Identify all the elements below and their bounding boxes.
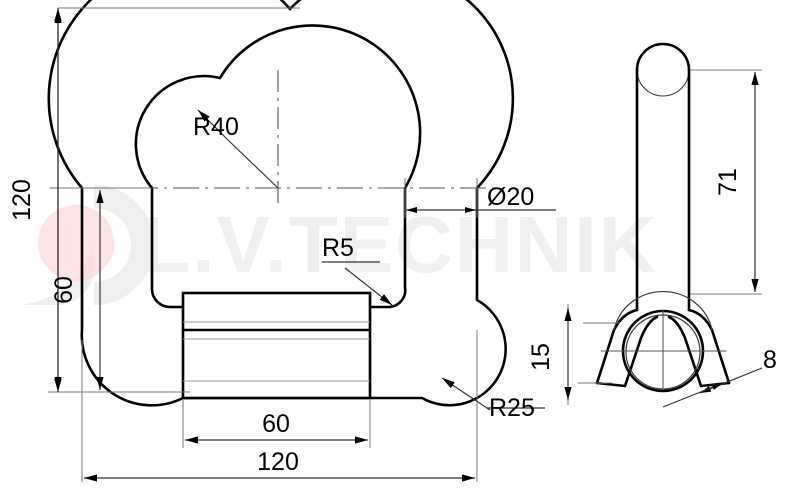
- side-rod-top-thin-arc: [636, 69, 690, 97]
- front-view-extension-lines: [48, 7, 478, 482]
- dim-text-side-height: 71: [714, 168, 742, 196]
- dim-text-radius-outer: R25: [489, 394, 535, 422]
- logo-swoosh-tail-icon: [12, 240, 94, 306]
- dim-text-radius-fillet: R5: [322, 234, 354, 262]
- leader-arrow-radius-fillet: [344, 267, 393, 306]
- front-view-centerlines: [50, 70, 495, 205]
- side-foot-right-inner: [667, 315, 703, 388]
- side-foot-left-inner: [623, 315, 659, 388]
- dim-text-foot-height: 15: [527, 343, 555, 371]
- front-view-leaders: [197, 109, 545, 411]
- dim-text-bar-width: 60: [262, 410, 290, 438]
- side-bell-arc: [613, 290, 713, 331]
- leader-arrow-radius-inner: [197, 109, 229, 141]
- leader-line-radius-inner: [227, 139, 279, 189]
- logo-swoosh-icon: [94, 185, 154, 305]
- logo-circle-icon: [38, 205, 114, 281]
- side-view-centerlines: [601, 310, 726, 390]
- dim-line-foot-thickness: [699, 367, 763, 394]
- side-view-dimensions: [564, 72, 763, 408]
- watermark-text: L.V.TECHNIK: [142, 200, 659, 289]
- dim-text-height-total: 120: [8, 179, 36, 221]
- front-view-dimensions: [54, 8, 556, 482]
- ring-inner-outline: [134, 24, 422, 309]
- dim-text-radius-inner: R40: [193, 113, 239, 141]
- dim-text-rod-diameter: Ø20: [487, 183, 534, 211]
- side-rod-top-cap: [635, 42, 691, 72]
- dim-text-width-total: 120: [257, 448, 299, 476]
- dim-text-foot-thickness: 8: [763, 346, 777, 374]
- leader-arrow-radius-outer: [441, 377, 491, 411]
- dim-text-height-lower: 60: [50, 276, 78, 304]
- sleeve-block: [181, 291, 372, 400]
- dim-line-foot-thickness-2: [662, 382, 724, 408]
- sleeve-outer-rect: [181, 291, 372, 400]
